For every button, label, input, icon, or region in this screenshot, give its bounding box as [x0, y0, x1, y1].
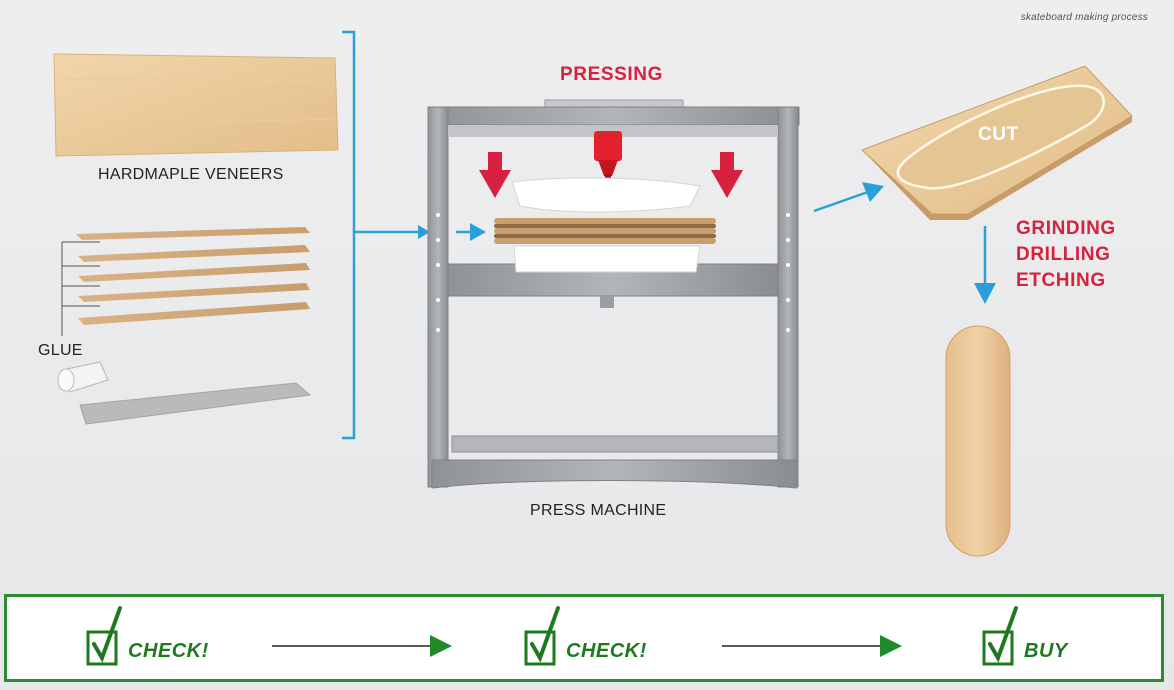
step-label: CHECK! [566, 640, 647, 662]
check-box-icon [524, 606, 560, 666]
press-arrow-icon [479, 152, 743, 198]
glue-label: GLUE [38, 342, 83, 359]
cut-label: CUT [978, 124, 1019, 145]
drilling-label: DRILLING [1016, 244, 1111, 265]
arrow-right-icon [456, 223, 486, 241]
corner-caption: skateboard making process [1020, 12, 1148, 23]
step-label: BUY [1024, 640, 1068, 662]
arrow-right-icon [813, 182, 884, 213]
materials-bracket [342, 30, 430, 440]
maple-block [53, 53, 339, 157]
step-label: CHECK! [128, 640, 209, 662]
glue-bottle-icon [57, 361, 109, 393]
finishing-steps: GRINDING DRILLING ETCHING [1016, 216, 1116, 294]
pressing-label: PRESSING [560, 64, 663, 85]
grinding-label: GRINDING [1016, 218, 1116, 239]
arrow-right-icon [722, 635, 902, 657]
arrow-right-icon [272, 635, 452, 657]
quality-check-bar [4, 594, 1164, 682]
arrow-down-icon [974, 226, 996, 304]
press-machine-label: PRESS MACHINE [530, 502, 667, 519]
finished-skateboard [945, 325, 1011, 557]
veneer-stack [61, 227, 310, 336]
check-box-icon [86, 606, 122, 666]
glue-plate [79, 382, 312, 425]
etching-label: ETCHING [1016, 270, 1106, 291]
press-machine [427, 99, 800, 489]
cut-board [861, 65, 1133, 220]
veneers-label: HARDMAPLE VENEERS [98, 166, 284, 183]
check-box-icon [982, 606, 1018, 666]
